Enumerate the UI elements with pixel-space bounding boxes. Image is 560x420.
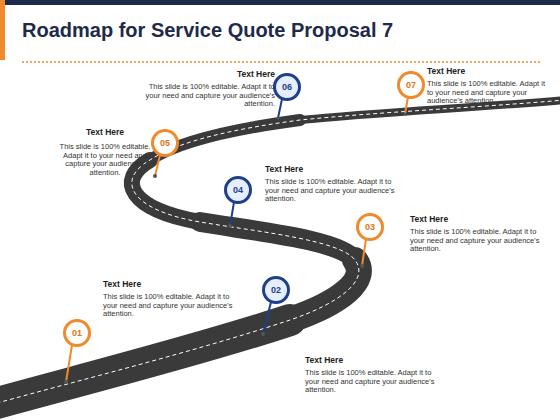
milestone-description: This slide is 100% editable. Adapt it to…: [103, 293, 238, 319]
milestone-pin: 03: [356, 213, 384, 241]
milestone-heading: Text Here: [265, 165, 405, 175]
milestone-heading: Text Here: [305, 356, 445, 366]
milestone-pin: 07: [397, 71, 425, 99]
milestone-heading: Text Here: [103, 280, 243, 290]
top-bar: [0, 0, 560, 5]
milestone-description: This slide is 100% editable. Adapt it to…: [427, 80, 549, 106]
milestone-pin: 01: [63, 319, 91, 347]
milestone-description: This slide is 100% editable. Adapt it to…: [140, 83, 275, 109]
milestone-heading: Text Here: [410, 215, 550, 225]
milestone-pin: 06: [273, 73, 301, 101]
callout-number: 03: [365, 222, 375, 232]
callout-number: 04: [233, 185, 243, 195]
callout-number: 06: [282, 82, 292, 92]
milestone-pin: 05: [151, 129, 179, 157]
callout-number: 05: [160, 138, 170, 148]
milestone-heading: Text Here: [140, 70, 275, 80]
slide-title: Roadmap for Service Quote Proposal 7: [22, 19, 393, 42]
milestone-description: This slide is 100% editable. Adapt it to…: [410, 228, 545, 254]
milestone-description: This slide is 100% editable. Adapt it to…: [55, 143, 155, 178]
callout-number: 02: [271, 285, 281, 295]
pin-stems: [66, 97, 408, 382]
milestone-description: This slide is 100% editable. Adapt it to…: [305, 369, 440, 395]
title-rule: [22, 61, 540, 63]
road-centerline: [0, 100, 560, 405]
milestone-pin: 04: [224, 176, 252, 204]
callout-number: 01: [72, 328, 82, 338]
callout-number: 07: [406, 80, 416, 90]
side-accent: [0, 0, 5, 60]
milestone-pin: 02: [262, 276, 290, 304]
milestone-heading: Text Here: [55, 128, 155, 138]
milestone-description: This slide is 100% editable. Adapt it to…: [265, 178, 400, 204]
road: [0, 100, 560, 405]
milestone-heading: Text Here: [427, 67, 547, 77]
